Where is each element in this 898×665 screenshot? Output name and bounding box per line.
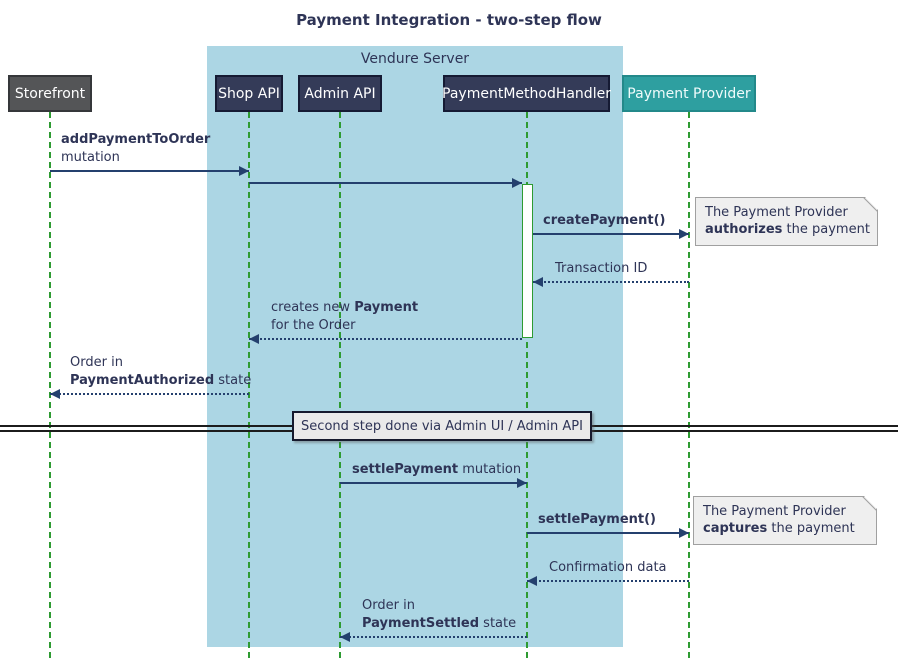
- arrow-create-payment: [533, 233, 689, 235]
- message-label-create-payment: createPayment(): [543, 213, 666, 228]
- arrowhead-creates-new-payment: [249, 334, 259, 344]
- lifeline-payment-provider: [688, 112, 690, 658]
- arrow-creates-new-payment: [249, 338, 522, 340]
- note-fold-icon: [865, 197, 878, 210]
- message-label-transaction-id: Transaction ID: [555, 261, 648, 276]
- arrowhead-settle-payment-call: [679, 528, 689, 538]
- divider-label: Second step done via Admin UI / Admin AP…: [301, 418, 583, 434]
- arrow-confirmation-data: [527, 580, 689, 582]
- arrow-settle-payment-mutation: [340, 482, 527, 484]
- arrow-add-payment-to-order: [50, 170, 249, 172]
- arrow-order-payment-authorized: [50, 393, 249, 395]
- participant-payment-provider: Payment Provider: [622, 75, 756, 112]
- arrowhead-create-payment: [679, 229, 689, 239]
- arrow-shop-api-to-handler: [249, 182, 522, 184]
- divider-box: Second step done via Admin UI / Admin AP…: [292, 411, 592, 441]
- arrowhead-order-payment-settled: [340, 632, 350, 642]
- arrowhead-add-payment-to-order: [239, 166, 249, 176]
- lifeline-storefront: [49, 112, 51, 658]
- lifeline-admin-api: [339, 112, 341, 658]
- message-label-settle-payment-mutation: settlePayment mutation: [352, 462, 522, 477]
- diagram-title: Payment Integration - two-step flow: [296, 11, 602, 29]
- lifeline-shop-api: [248, 112, 250, 658]
- activation-bar: [522, 184, 533, 338]
- note-fold-icon: [864, 496, 877, 509]
- participant-storefront: Storefront: [8, 75, 92, 112]
- participant-admin-api: Admin API: [298, 75, 382, 112]
- arrowhead-confirmation-data: [527, 576, 537, 586]
- lifeline-payment-method-handler: [526, 112, 528, 658]
- arrow-settle-payment-call: [527, 532, 689, 534]
- vendure-server-label: Vendure Server: [360, 51, 470, 67]
- arrowhead-order-payment-authorized: [50, 389, 60, 399]
- participant-payment-method-handler: PaymentMethodHandler: [442, 75, 611, 112]
- arrowhead-settle-payment-mutation: [517, 478, 527, 488]
- arrow-order-payment-settled: [340, 636, 527, 638]
- vendure-server-box: Vendure Server: [207, 46, 623, 647]
- participant-shop-api: Shop API: [215, 75, 283, 112]
- arrowhead-shop-api-to-handler: [512, 178, 522, 188]
- message-label-confirmation-data: Confirmation data: [549, 560, 667, 575]
- message-label-settle-payment-call: settlePayment(): [538, 512, 656, 527]
- arrowhead-transaction-id: [533, 277, 543, 287]
- arrow-transaction-id: [533, 281, 689, 283]
